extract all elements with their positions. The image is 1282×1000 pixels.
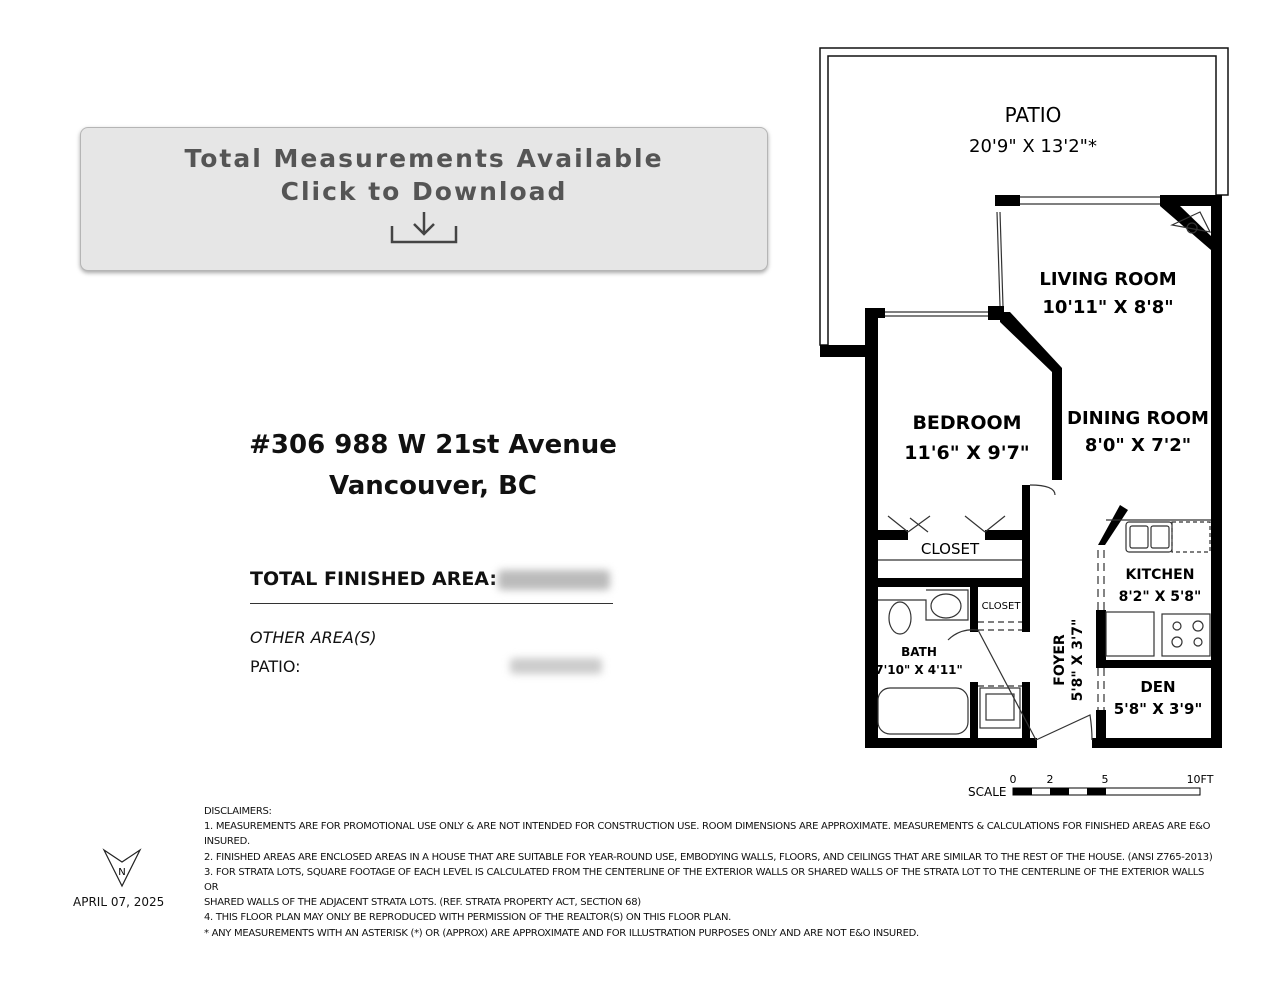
den-name: DEN (1140, 678, 1175, 696)
windows-doors (877, 196, 1212, 741)
disclaimer-3-cont: SHARED WALLS OF THE ADJACENT STRATA LOTS… (204, 897, 641, 909)
scale-tick-2: 2 (1047, 773, 1054, 786)
dining-room-dims: 8'0" X 7'2" (1085, 435, 1191, 456)
bath-closet-name: CLOSET (982, 601, 1022, 612)
download-title: Total Measurements Available (184, 144, 664, 173)
scale-tick-0: 0 (1010, 773, 1017, 786)
plan-date: APRIL 07, 2025 (73, 895, 165, 909)
disclaimers: DISCLAIMERS: 1. MEASUREMENTS ARE FOR PRO… (204, 804, 1214, 941)
bedroom-dims: 11'6" X 9'7" (904, 442, 1029, 464)
living-room-dims: 10'11" X 8'8" (1042, 297, 1173, 318)
bath-name: BATH (901, 645, 937, 659)
scale-label: SCALE (968, 785, 1006, 799)
patio-area-value-blurred (510, 658, 602, 674)
living-room-name: LIVING ROOM (1039, 269, 1176, 290)
room-labels: PATIO 20'9" X 13'2"* LIVING ROOM 10'11" … (875, 103, 1209, 718)
total-finished-area-value-blurred (498, 570, 610, 590)
kitchen-dims: 8'2" X 5'8" (1119, 589, 1202, 605)
disclaimer-4: 4. THIS FLOOR PLAN MAY ONLY BE REPRODUCE… (204, 912, 732, 924)
patio-area-label: PATIO: (250, 657, 301, 676)
patio-name: PATIO (1005, 103, 1062, 127)
foyer-dims: 5'8" X 3'7" (1070, 619, 1086, 702)
download-icon (390, 212, 458, 244)
foyer-name: FOYER (1052, 634, 1068, 686)
walls (820, 195, 1222, 748)
scale-tick-10: 10FT (1187, 773, 1214, 786)
den-dims: 5'8" X 3'9" (1114, 700, 1203, 718)
bedroom-name: BEDROOM (912, 412, 1021, 434)
disclaimer-asterisk: * ANY MEASUREMENTS WITH AN ASTERISK (*) … (204, 927, 919, 939)
kitchen-name: KITCHEN (1126, 567, 1195, 583)
north-letter: N (118, 867, 125, 878)
download-subtitle: Click to Download (280, 177, 568, 206)
area-divider (250, 603, 613, 604)
closet-name: CLOSET (921, 540, 980, 558)
scale-bar: SCALE 0 2 5 10FT (968, 773, 1214, 799)
disclaimer-3: 3. FOR STRATA LOTS, SQUARE FOOTAGE OF EA… (204, 866, 1205, 894)
address-line-2: Vancouver, BC (329, 471, 537, 501)
download-measurements-button[interactable]: Total Measurements Available Click to Do… (80, 127, 768, 271)
north-arrow-icon: N (102, 848, 142, 888)
dining-room-name: DINING ROOM (1067, 408, 1209, 429)
other-areas-label: OTHER AREA(S) (250, 628, 377, 647)
disclaimer-heading: DISCLAIMERS: (204, 806, 272, 817)
disclaimer-1: 1. MEASUREMENTS ARE FOR PROMOTIONAL USE … (204, 821, 1211, 848)
scale-tick-5: 5 (1102, 773, 1109, 786)
total-finished-area-label: TOTAL FINISHED AREA: (250, 568, 497, 590)
patio-dims: 20'9" X 13'2"* (969, 136, 1097, 157)
bath-dims: 7'10" X 4'11" (875, 663, 963, 677)
address-line-1: #306 988 W 21st Avenue (249, 430, 617, 460)
disclaimer-2: 2. FINISHED AREAS ARE ENCLOSED AREAS IN … (204, 851, 1213, 863)
